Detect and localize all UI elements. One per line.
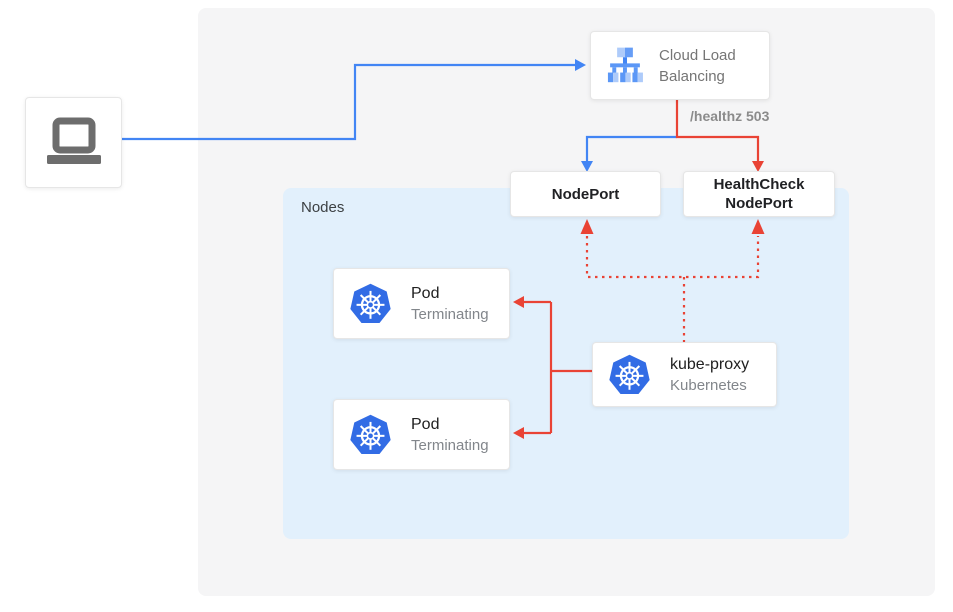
nodeport-node: NodePort <box>510 171 661 217</box>
pod-title: Pod <box>411 415 440 433</box>
kubernetes-icon <box>350 283 391 324</box>
pod-status: Terminating <box>411 305 489 323</box>
kubernetes-icon <box>609 354 650 395</box>
laptop-icon <box>46 117 101 164</box>
nodeport-label: NodePort <box>551 185 620 203</box>
pod-title: Pod <box>411 284 440 302</box>
nodes-label: Nodes <box>301 199 345 216</box>
kube-proxy-node: kube-proxy Kubernetes <box>592 342 777 407</box>
kubernetes-icon <box>350 414 391 455</box>
pod-terminating-node-2: Pod Terminating <box>333 399 510 470</box>
healthcheck-nodeport-node: HealthCheck NodePort <box>683 171 835 217</box>
kube-proxy-title: kube-proxy <box>670 355 750 373</box>
client-node <box>25 97 122 188</box>
healthz-label: /healthz 503 <box>690 108 770 124</box>
cloud-load-balancing-icon <box>607 47 643 82</box>
pod-status: Terminating <box>411 436 489 454</box>
healthcheck-nodeport-label: HealthCheck NodePort <box>713 176 805 212</box>
cloud-load-balancing-label: Cloud Load Balancing <box>659 46 736 85</box>
pod-terminating-node-1: Pod Terminating <box>333 268 510 339</box>
cloud-load-balancing-node: Cloud Load Balancing <box>590 31 770 100</box>
kube-proxy-subtitle: Kubernetes <box>670 376 747 394</box>
